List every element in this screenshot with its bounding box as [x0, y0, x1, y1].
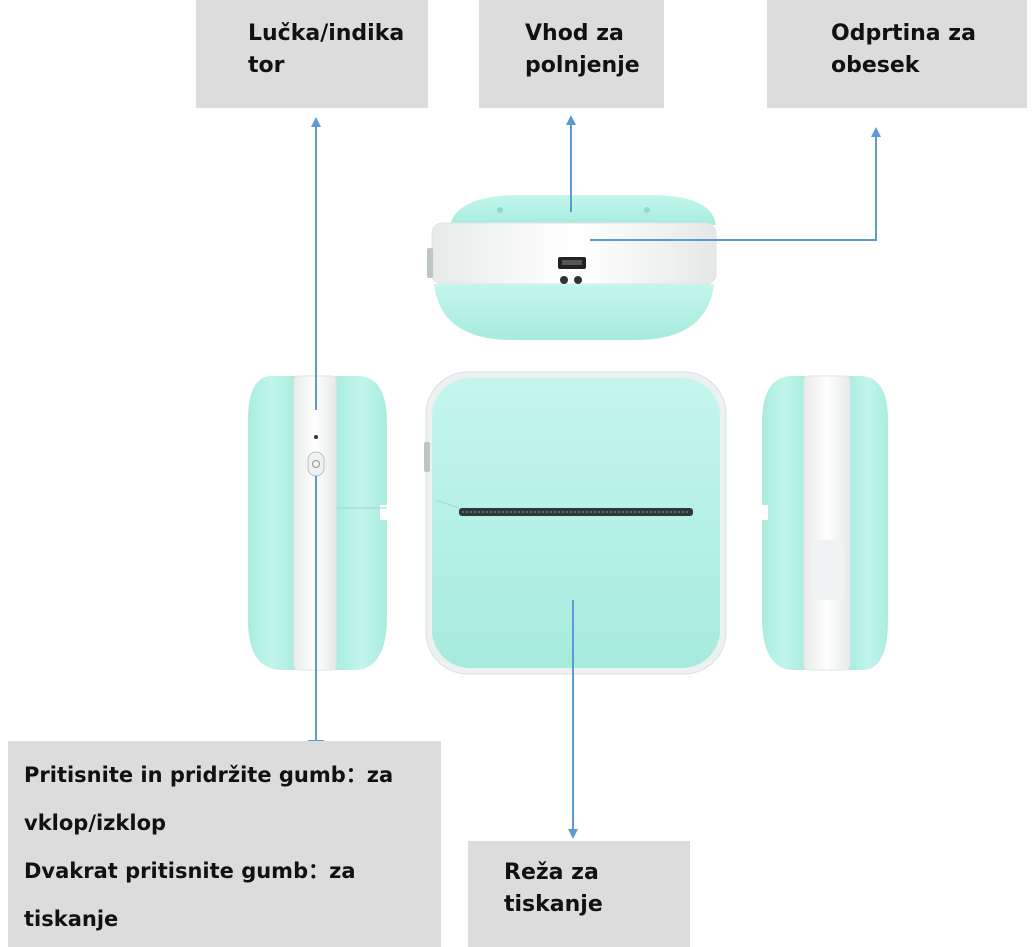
printer-left-view — [248, 375, 387, 671]
hanging-hole-label: Odprtina za obesek — [767, 0, 1027, 108]
print-slot-label-line: Reža za — [504, 860, 599, 885]
hanging-hole-arrow — [590, 127, 881, 241]
button-instruction-line: Dvakrat pritisnite gumb：za — [24, 859, 356, 883]
connector-arrows — [308, 115, 881, 839]
print-slot-label-line: tiskanje — [504, 892, 603, 917]
hanging-hole-label-line: obesek — [831, 53, 920, 78]
charging-port-label-line: polnjenje — [525, 53, 640, 78]
button-instructions-label: Pritisnite in pridržite gumb：za vklop/iz… — [8, 741, 441, 947]
indicator-light — [314, 435, 318, 439]
printer-front-view — [424, 371, 727, 675]
indicator-label: Lučka/indika tor — [196, 0, 428, 108]
charging-port-label: Vhod za polnjenje — [479, 0, 664, 108]
printer-top-view — [427, 195, 717, 340]
button-instruction-line: vklop/izklop — [24, 811, 167, 835]
indicator-label-line: tor — [248, 53, 285, 78]
button-instruction-line: tiskanje — [24, 907, 119, 931]
printer-right-view — [762, 375, 888, 671]
hanging-hole-label-line: Odprtina za — [831, 21, 976, 46]
power-button — [307, 451, 325, 477]
print-slot — [459, 508, 693, 516]
charging-port-label-line: Vhod za — [525, 21, 624, 46]
print-slot-label: Reža za tiskanje — [468, 841, 690, 947]
indicator-label-line: Lučka/indika — [248, 21, 405, 46]
charging-port — [558, 257, 586, 284]
button-instruction-line: Pritisnite in pridržite gumb：za — [24, 763, 394, 787]
